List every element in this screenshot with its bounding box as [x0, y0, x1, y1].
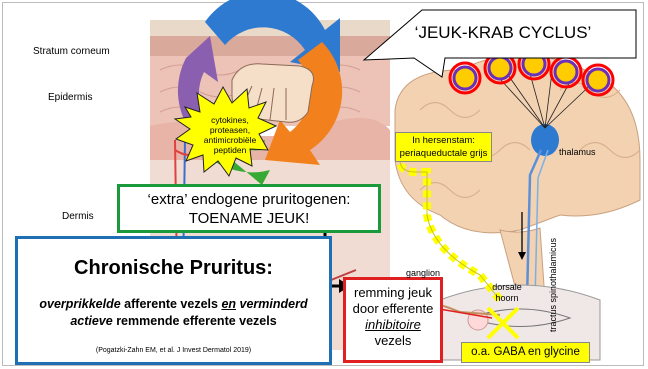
pruritogens-box: ‘extra’ endogene pruritogenen: TOENAME J… — [117, 184, 381, 233]
thalamus-label: thalamus — [559, 147, 596, 157]
pruritogens-line2: TOENAME JEUK! — [120, 209, 378, 228]
tract-label: tractus spinothalamicus — [548, 238, 558, 332]
dorsal-horn-line2: hoorn — [487, 293, 527, 304]
inhibition-line1: remming jeuk — [346, 285, 440, 301]
desc-actieve: actieve — [70, 314, 112, 328]
desc-en: en — [221, 297, 236, 311]
dorsal-horn-line1: dorsale — [487, 282, 527, 293]
gaba-label: o.a. GABA en glycine — [461, 342, 590, 363]
starburst-line: cytokines, — [190, 115, 270, 125]
starburst-line: antimicrobiële — [190, 135, 270, 145]
starburst-text: cytokines, proteasen, antimicrobiële pep… — [190, 115, 270, 155]
brainstem-label: In hersenstam: periaqueductale grijs — [395, 132, 492, 162]
citation: (Pogatzki-Zahn EM, et al. J Invest Derma… — [18, 347, 329, 354]
inhibition-box: remming jeuk door efferente inhibitoire … — [343, 277, 443, 363]
desc-remmende: remmende efferente vezels — [113, 314, 277, 328]
stratum-corneum-label: Stratum corneum — [33, 46, 110, 57]
desc-overprikkelde: overprikkelde — [39, 297, 120, 311]
chronic-pruritus-description: overprikkelde afferente vezels en vermin… — [18, 296, 329, 330]
inhibition-line4: vezels — [346, 333, 440, 349]
dorsal-horn-label: dorsale hoorn — [487, 282, 527, 304]
cycle-title: ‘JEUK-KRAB CYCLUS’ — [372, 23, 634, 43]
brainstem-line2: periaqueductale grijs — [396, 147, 491, 160]
inhibition-line3: inhibitoire — [346, 317, 440, 333]
epidermis-label: Epidermis — [48, 92, 92, 103]
dermis-label: Dermis — [62, 211, 94, 222]
starburst-line: proteasen, — [190, 125, 270, 135]
ganglion-label: ganglion — [406, 268, 440, 278]
brainstem-line1: In hersenstam: — [396, 134, 491, 147]
chronic-pruritus-title: Chronische Pruritus: — [18, 257, 329, 280]
pruritogens-line1: ‘extra’ endogene pruritogenen: — [120, 190, 378, 209]
desc-afferente: afferente vezels — [121, 297, 222, 311]
desc-verminderd: verminderd — [236, 297, 308, 311]
inhibition-line2: door efferente — [346, 301, 440, 317]
chronic-pruritus-box: Chronische Pruritus: overprikkelde affer… — [15, 236, 332, 365]
starburst-line: peptiden — [190, 145, 270, 155]
